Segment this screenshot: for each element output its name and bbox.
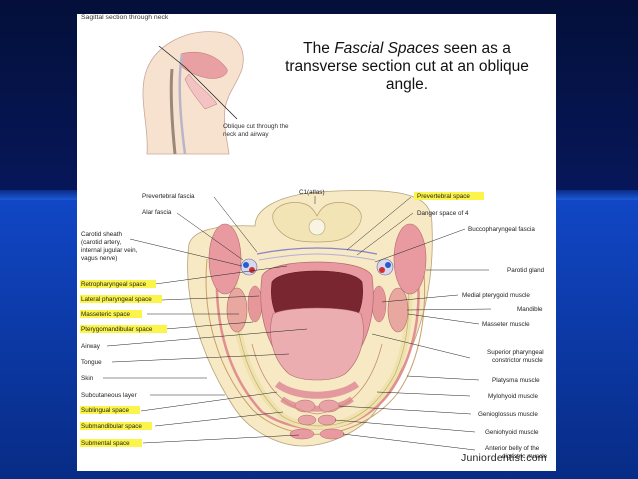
sagittal-caption: Sagittal section through neck <box>81 14 169 21</box>
oblique-cut-label: Oblique cut through the neck and airway <box>223 123 289 138</box>
label-parotid-gland: Parotid gland <box>507 267 545 274</box>
label-subcutaneous-layer: Subcutaneous layer <box>81 392 137 399</box>
watermark: Juniordentist.com <box>461 452 547 464</box>
label-sublingual-space: Sublingual space <box>81 407 129 414</box>
right-labels: Prevertebral space Danger space of 4 Buc… <box>414 192 548 460</box>
sagittal-head <box>142 31 244 155</box>
left-labels: Prevertebral fascia Alar fascia Carotid … <box>80 193 195 447</box>
label-mandible: Mandible <box>517 306 543 313</box>
label-medial-pterygoid: Medial pterygoid muscle <box>462 292 530 299</box>
transverse-section <box>187 190 433 447</box>
slide-title: The Fascial Spaces seen as a transverse … <box>285 40 529 93</box>
label-danger-space: Danger space of 4 <box>417 210 469 217</box>
label-prevertebral-fascia: Prevertebral fascia <box>142 193 195 200</box>
label-genioglossus: Genioglossus muscle <box>478 411 538 418</box>
label-carotid-sheath: Carotid sheath(carotid artery,internal j… <box>81 231 138 262</box>
label-skin: Skin <box>81 375 94 382</box>
label-buccopharyngeal-fascia: Buccopharyngeal fascia <box>468 226 535 233</box>
label-pterygomandibular-space: Pterygomandibular space <box>81 326 153 333</box>
label-alar-fascia: Alar fascia <box>142 209 172 216</box>
label-c1-atlas: C1(atlas) <box>299 189 325 196</box>
leader-lines-right <box>314 196 492 451</box>
label-geniohyoid: Geniohyoid muscle <box>485 429 539 436</box>
label-airway: Airway <box>81 343 101 350</box>
label-lateral-pharyngeal-space: Lateral pharyngeal space <box>81 296 152 303</box>
label-prevertebral-space: Prevertebral space <box>417 193 470 200</box>
label-submental-space: Submental space <box>81 440 130 447</box>
label-masseter-muscle: Masseter muscle <box>482 321 530 328</box>
sagittal-illustration: Prevertebral fascia Alar fascia Carotid … <box>80 31 548 460</box>
oblique-cut-line <box>184 66 238 120</box>
label-mylohyoid: Mylohyoid muscle <box>488 393 539 400</box>
label-submandibular-space: Submandibular space <box>81 423 142 430</box>
label-retropharyngeal-space: Retropharyngeal space <box>81 281 147 288</box>
label-platysma: Platysma muscle <box>492 377 540 384</box>
label-masseteric-space: Masseteric space <box>81 311 130 318</box>
leader-lines-left <box>103 196 308 444</box>
slide: Prevertebral fascia Alar fascia Carotid … <box>77 14 556 471</box>
label-tongue: Tongue <box>81 359 102 366</box>
